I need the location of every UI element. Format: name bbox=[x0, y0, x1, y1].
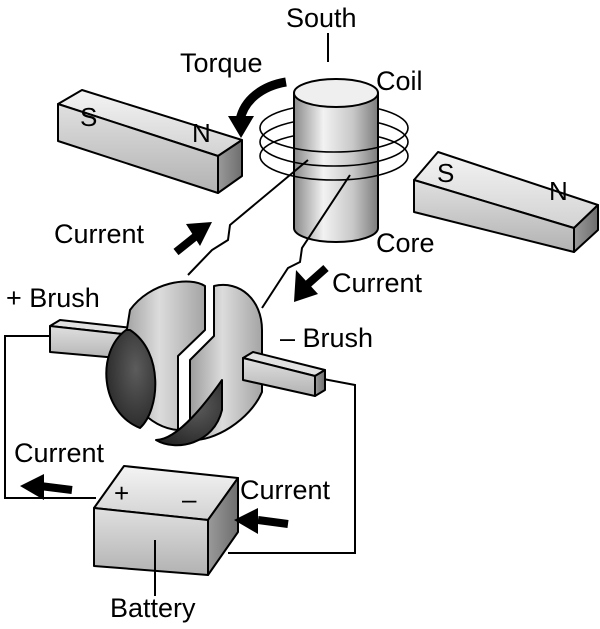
right-magnet: S N bbox=[413, 151, 599, 253]
label-current-right: Current bbox=[240, 475, 331, 505]
battery-plus-terminal: + bbox=[114, 478, 129, 508]
current-arrow-left bbox=[20, 474, 73, 500]
label-south: South bbox=[286, 3, 357, 33]
label-current-coil-up: Current bbox=[54, 219, 145, 249]
battery-minus-terminal: – bbox=[182, 484, 197, 514]
core-cylinder bbox=[293, 78, 379, 243]
label-torque: Torque bbox=[180, 48, 263, 78]
coil-front bbox=[259, 127, 409, 181]
right-magnet-pole-n: N bbox=[549, 176, 568, 206]
label-current-coil-down: Current bbox=[332, 268, 423, 298]
battery: + – bbox=[93, 465, 239, 596]
label-coil: Coil bbox=[376, 66, 423, 96]
current-arrows bbox=[20, 222, 329, 534]
left-magnet: S N bbox=[57, 89, 243, 194]
circuit-wires bbox=[4, 335, 356, 554]
label-current-left: Current bbox=[14, 438, 105, 468]
right-magnet-pole-s: S bbox=[437, 158, 454, 188]
commutator bbox=[105, 280, 263, 447]
left-magnet-pole-s: S bbox=[80, 102, 97, 132]
brush-minus bbox=[242, 351, 326, 397]
left-magnet-pole-n: N bbox=[192, 118, 211, 148]
label-battery: Battery bbox=[110, 593, 196, 623]
current-arrow-up bbox=[173, 222, 212, 256]
current-arrow-right bbox=[234, 508, 289, 534]
current-arrow-down bbox=[294, 265, 329, 302]
label-core: Core bbox=[376, 228, 435, 258]
label-brush-plus: + Brush bbox=[6, 283, 100, 313]
labels: South Torque Coil Core Current Current +… bbox=[6, 3, 435, 623]
label-brush-minus: – Brush bbox=[280, 323, 373, 353]
coil-leads bbox=[187, 159, 351, 309]
torque-arrow bbox=[228, 77, 287, 138]
